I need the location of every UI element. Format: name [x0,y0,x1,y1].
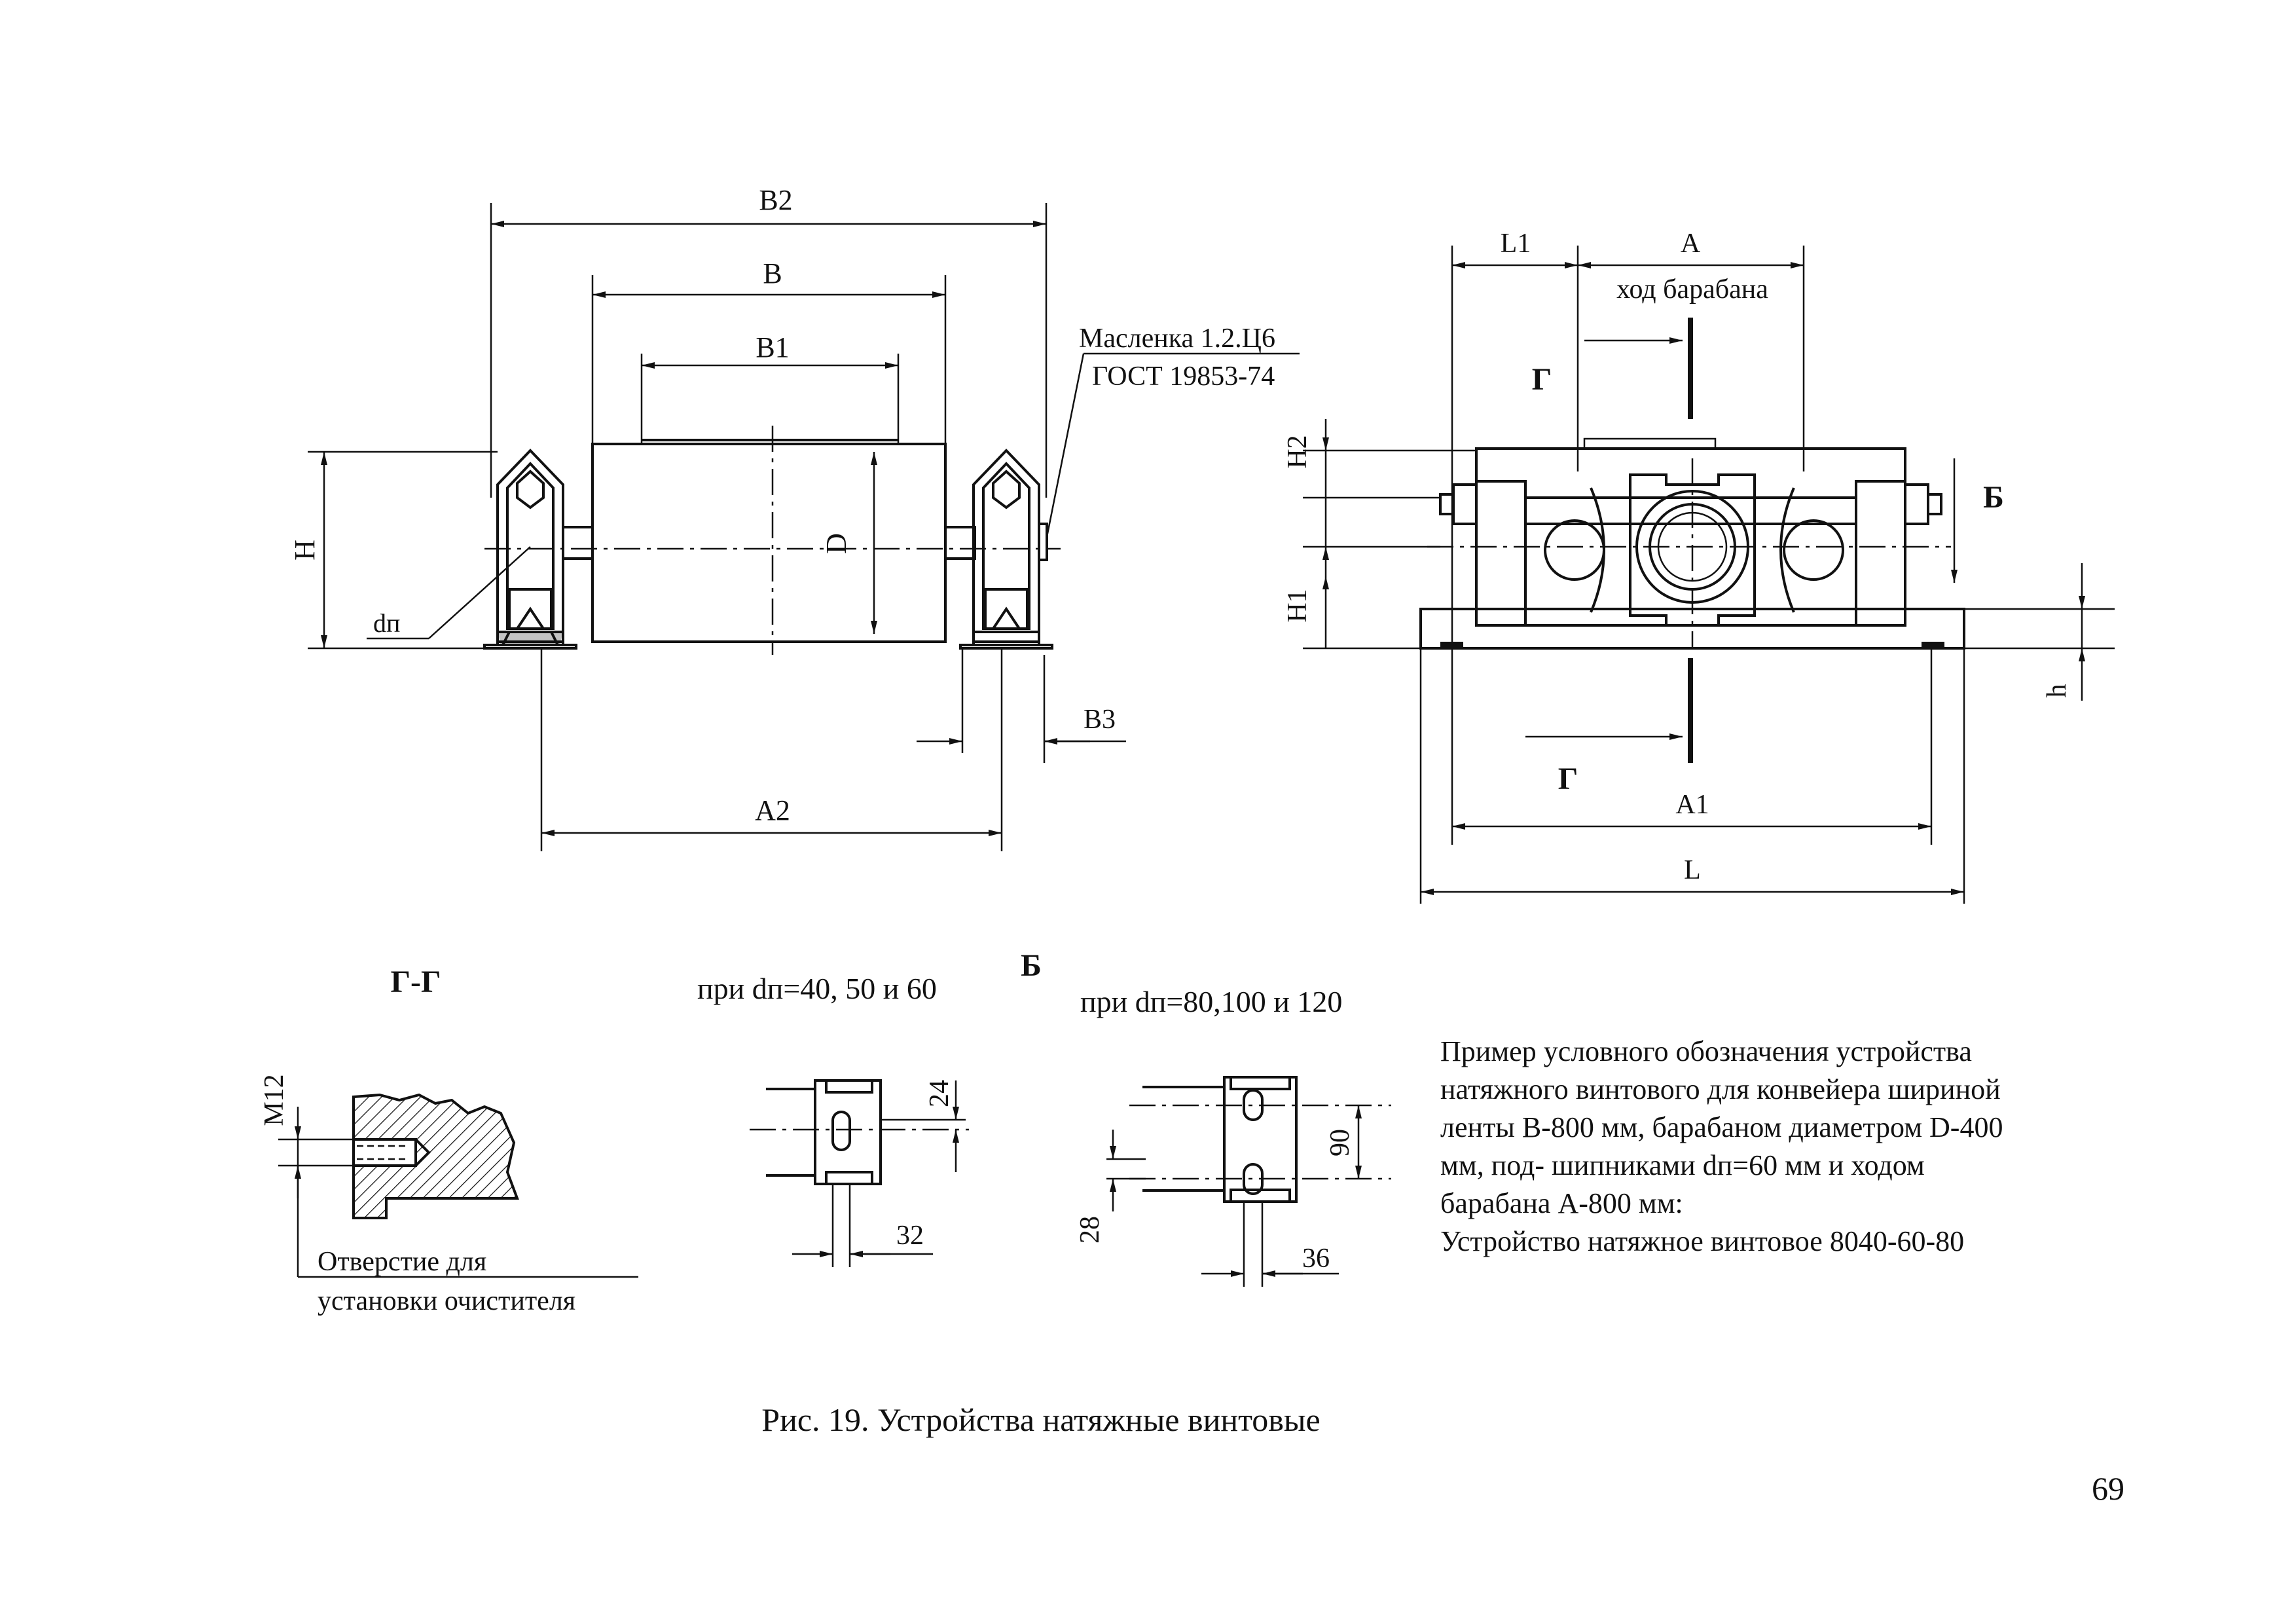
designation-example: Пример условного обозначения устройства … [1440,1035,2003,1257]
oiler-fitting [1038,523,1048,561]
dim-dp-label: dп [373,608,400,638]
drum-body [591,443,947,643]
example-line: Пример условного обозначения устройства [1440,1035,1972,1067]
dim-a1-label: A1 [1675,790,1709,820]
view-b-left-detail: 24 32 [750,1079,969,1267]
right-slot-spacing-label: 90 [1325,1129,1355,1156]
section-hatched-body [352,1093,519,1219]
view-b: Б при dп=40, 50 и 60 при dп=80,100 и 120… [697,948,1391,1287]
section-gg: Г-Г M12 Отверстие для установки очистите… [259,965,638,1316]
view-b-left-caption: при dп=40, 50 и 60 [697,972,937,1005]
thread-label: M12 [259,1074,289,1126]
example-line: барабана А-800 мм: [1440,1187,1683,1219]
drum-travel-label: ход барабана [1616,274,1768,304]
dim-h-label: H [289,540,321,561]
view-mark-b: Б [1983,480,2004,515]
dim-b2-label: B2 [759,184,792,216]
left-slot-offset-label: 24 [924,1080,955,1107]
dim-b3-label: B3 [1084,705,1116,735]
oiler-label-line1: Масленка 1.2.Ц6 [1079,323,1275,354]
example-line: ленты B-800 мм, барабаном диаметром D-40… [1440,1111,2003,1143]
example-line: Устройство натяжное винтовое 8040-60-80 [1440,1225,1964,1257]
dim-b-label: B [763,257,782,289]
note-line2: установки очистителя [318,1286,575,1316]
dim-l-label: L [1684,855,1701,885]
note-line1: Отверстие для [318,1247,486,1277]
base-frame [1419,608,1965,650]
view-b-title: Б [1021,948,1042,983]
example-line: натяжного винтового для конвейера ширино… [1440,1073,2001,1105]
left-slot-width-label: 32 [896,1221,924,1251]
example-line: мм, под- шипниками dп=60 мм и ходом [1440,1149,1925,1181]
dim-a-label: A [1681,229,1701,259]
dim-d-label: D [820,533,852,554]
page-number: 69 [2092,1470,2124,1507]
dim-a2-label: A2 [755,794,790,826]
front-view: B2 B B1 D [289,184,1300,851]
dim-h-small-label: h [2042,684,2072,698]
right-slot-offset-label: 28 [1075,1216,1105,1244]
figure-caption: Рис. 19. Устройства натяжные винтовые [761,1401,1320,1438]
section-gg-title: Г-Г [390,965,441,999]
view-b-right-detail: 90 28 36 [1075,1076,1391,1287]
dim-l1-label: L1 [1501,229,1531,259]
section-mark-bottom: Г [1558,762,1578,796]
oiler-label-line2: ГОСТ 19853-74 [1092,361,1275,392]
view-b-right-caption: при dп=80,100 и 120 [1080,985,1342,1018]
dim-h1-label: H1 [1283,589,1313,622]
side-view: L1 A ход барабана Г [1283,229,2115,904]
dim-b1-label: B1 [756,331,789,363]
right-bearing-unit [959,449,1053,650]
dim-h2-label: H2 [1283,435,1313,468]
right-slot-width-label: 36 [1302,1244,1330,1274]
section-mark-top: Г [1532,362,1552,397]
left-bearing-unit [483,449,577,650]
bearing-housing [1629,473,1756,627]
